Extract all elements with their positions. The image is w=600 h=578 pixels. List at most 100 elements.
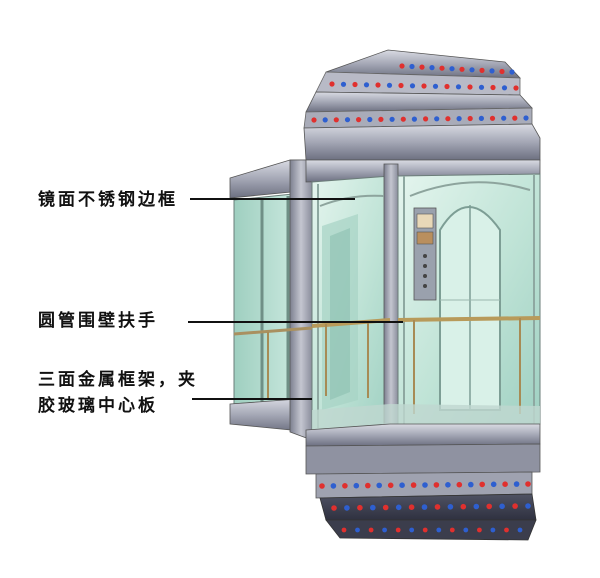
lamp-dot — [456, 116, 462, 122]
lamp-dot — [501, 85, 508, 91]
lamp-dot — [333, 117, 339, 123]
lamp-dot — [499, 503, 505, 510]
lamp-dot — [389, 116, 395, 122]
lamp-dot — [432, 83, 439, 89]
label-tube-handrail: 圆管围壁扶手 — [38, 308, 158, 334]
lamp-dot — [512, 115, 518, 121]
lamp-dot — [408, 504, 415, 511]
lamp-dot — [382, 527, 387, 533]
label-panel-line2: 胶玻璃中心板 — [38, 396, 158, 416]
lamp-dot — [469, 67, 475, 73]
lamp-dot — [444, 83, 450, 90]
lamp-dot — [478, 84, 485, 90]
lamp-dot — [501, 115, 507, 121]
lamp-dot — [355, 527, 360, 533]
lamp-dot — [400, 116, 406, 122]
lamp-dot — [490, 527, 496, 533]
lamp-dot — [330, 483, 337, 489]
lamp-dot — [502, 481, 508, 488]
tube-handrail — [233, 316, 541, 414]
lamp-dot — [422, 482, 428, 488]
leader-line-handrail — [188, 321, 403, 323]
lamp-dot — [513, 481, 520, 487]
lamp-dot — [399, 63, 405, 69]
roof-lights — [311, 63, 529, 123]
lamp-dot — [375, 82, 381, 88]
lamp-dot — [449, 66, 455, 72]
lamp-dot — [329, 81, 335, 87]
lamp-dot — [419, 64, 425, 70]
lamp-dot — [421, 83, 427, 89]
lamp-dot — [468, 481, 474, 488]
lamp-dot — [398, 82, 404, 89]
lamp-dot — [473, 503, 480, 510]
lamp-dot — [356, 117, 362, 123]
lamp-dot — [376, 482, 383, 489]
lamp-dot — [395, 527, 401, 533]
lamp-dot — [409, 63, 415, 70]
lamp-dot — [370, 504, 376, 511]
label-handrail-text: 圆管围壁扶手 — [38, 311, 158, 331]
label-frame-text: 镜面不锈钢边框 — [38, 190, 178, 210]
lamp-dot — [489, 68, 495, 74]
lamp-dot — [357, 504, 363, 511]
lamp-dot — [463, 527, 469, 533]
lamp-dot — [490, 481, 497, 488]
lamp-dot — [423, 116, 429, 122]
lamp-dot — [456, 481, 463, 488]
lamp-dot — [490, 84, 496, 91]
left-wing — [229, 159, 313, 441]
lamp-dot — [455, 84, 462, 90]
lamp-dot — [489, 115, 496, 121]
base-lights — [319, 481, 531, 533]
lamp-dot — [499, 68, 505, 75]
lamp-dot — [449, 527, 455, 533]
base-bottom-tier — [325, 519, 537, 541]
lamp-dot — [517, 527, 523, 533]
base — [315, 471, 537, 541]
lamp-dot — [411, 116, 417, 122]
lamp-dot — [387, 482, 394, 489]
lamp-dot — [434, 116, 440, 122]
lamp-dot — [367, 116, 373, 123]
lamp-dot — [363, 82, 370, 88]
roof-fascia — [303, 123, 541, 161]
lamp-dot — [353, 482, 360, 489]
lamp-dot — [486, 503, 493, 510]
lamp-dot — [340, 81, 347, 87]
leader-line-frame — [190, 198, 355, 200]
lamp-dot — [319, 483, 325, 489]
lamp-dot — [478, 115, 484, 121]
lamp-dot — [344, 505, 350, 511]
lamp-dot — [395, 504, 402, 511]
lamp-dot — [322, 117, 328, 123]
lamp-dot — [504, 527, 509, 533]
label-metal-frame-glass-panel: 三面金属框架，夹 胶玻璃中心板 — [38, 367, 198, 419]
lamp-dot — [399, 482, 405, 489]
front-cabin — [233, 159, 541, 475]
lamp-dot — [512, 503, 518, 509]
roof — [303, 49, 541, 161]
lamp-dot — [386, 82, 393, 88]
lamp-dot — [421, 504, 428, 510]
lamp-dot — [331, 505, 337, 511]
lamp-dot — [433, 482, 440, 488]
lamp-dot — [445, 116, 451, 122]
lamp-dot — [479, 67, 485, 73]
lamp-dot — [447, 504, 454, 510]
lamp-dot — [378, 116, 384, 122]
lamp-dot — [365, 482, 371, 489]
label-panel-line1: 三面金属框架，夹 — [38, 370, 198, 390]
lamp-dot — [460, 503, 467, 510]
lamp-dot — [410, 482, 417, 488]
lamp-dot — [467, 115, 473, 122]
lamp-dot — [467, 84, 473, 90]
cabin-skirt — [305, 423, 541, 447]
lamp-dot — [382, 504, 389, 511]
lamp-dot — [525, 503, 531, 509]
lamp-dot — [445, 482, 451, 488]
lamp-dot — [344, 117, 351, 123]
lamp-dot — [439, 65, 445, 71]
lamp-dot — [409, 527, 415, 533]
